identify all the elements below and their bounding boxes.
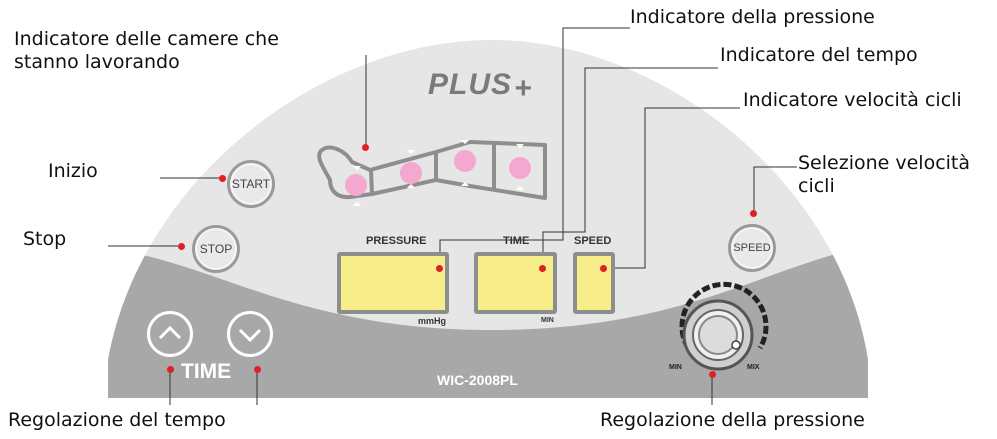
chamber-2-dot <box>400 162 422 184</box>
callout-dot-chambers <box>362 144 369 151</box>
chevron-down-icon <box>238 328 262 343</box>
pressure-unit: mmHg <box>418 316 447 326</box>
callout-dot-pressure <box>436 265 443 272</box>
time-up-button[interactable] <box>147 311 193 357</box>
start-button-label: START <box>231 177 271 191</box>
chamber-arrows <box>353 140 524 206</box>
callout-dot-time-down <box>254 366 261 373</box>
time-display-title: TIME <box>503 235 530 247</box>
chamber-3-dot <box>454 150 476 172</box>
pressure-knob-icon <box>679 281 769 371</box>
label-cycle-speed-indicator: Indicatore velocità cicli <box>743 89 962 111</box>
chamber-4-dot <box>509 157 531 179</box>
start-button[interactable]: START <box>227 160 275 208</box>
stop-button-label: STOP <box>199 242 233 256</box>
label-pressure-indicator: Indicatore della pressione <box>630 6 875 28</box>
label-time-indicator: Indicatore del tempo <box>720 44 918 66</box>
panel-lower-band <box>108 244 868 398</box>
time-unit: MIN <box>541 317 554 324</box>
stop-button[interactable]: STOP <box>192 225 240 273</box>
brand-logo: PLUS <box>428 68 513 101</box>
speed-button[interactable]: SPEED <box>728 224 776 272</box>
callout-lines <box>108 27 797 405</box>
speed-button-label: SPEED <box>733 242 771 254</box>
time-display <box>474 252 557 314</box>
pressure-display <box>337 252 449 314</box>
label-time-adjust: Regolazione del tempo <box>8 409 226 431</box>
callout-dot-start <box>219 175 226 182</box>
chevron-up-icon <box>158 325 182 340</box>
pressure-display-title: PRESSURE <box>366 235 427 247</box>
chambers-leg-shape <box>317 140 547 200</box>
label-stop: Stop <box>23 228 67 250</box>
callout-dot-stop <box>178 243 185 250</box>
knob-min-label: MIN <box>669 364 682 371</box>
callout-dot-speed-select <box>750 210 757 217</box>
label-cycle-speed-selection: Selezione velocità cicli <box>798 152 971 197</box>
model-label: WIC-2008PL <box>437 372 518 388</box>
time-control-label: TIME <box>181 360 232 383</box>
chamber-1-dot <box>345 174 367 196</box>
speed-display-title: SPEED <box>574 235 612 247</box>
label-start: Inizio <box>48 160 98 182</box>
speed-display <box>573 252 615 314</box>
label-pressure-adjust: Regolazione della pressione <box>600 409 865 431</box>
callout-dot-speed <box>600 265 607 272</box>
callout-dot-time-up <box>167 366 174 373</box>
label-chambers-indicator: Indicatore delle camere che stanno lavor… <box>14 28 279 73</box>
callout-dot-pressure-knob <box>709 371 716 378</box>
knob-max-label: MIX <box>747 364 760 371</box>
callout-dot-time <box>539 265 546 272</box>
time-down-button[interactable] <box>227 311 273 357</box>
brand-plus-mark: + <box>514 72 532 105</box>
